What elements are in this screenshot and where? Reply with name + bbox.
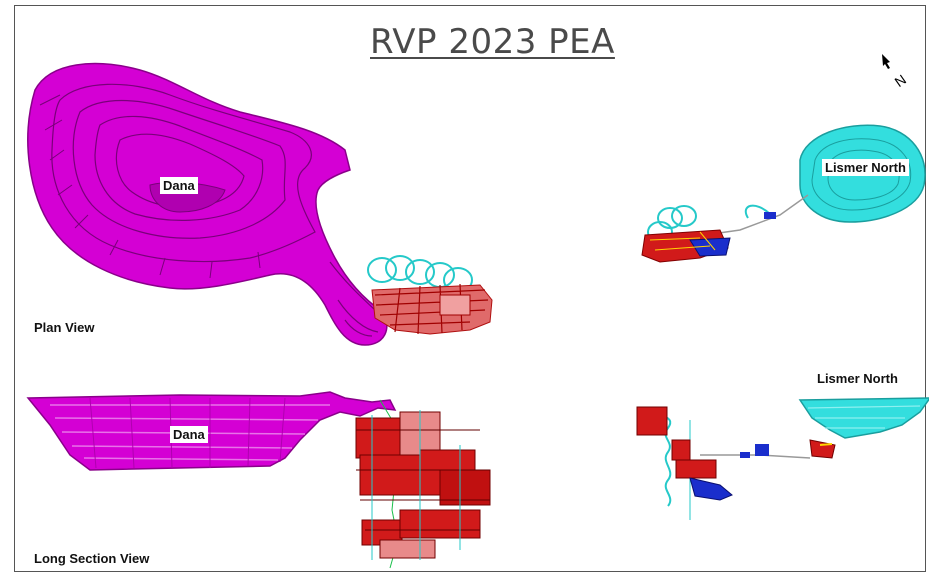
lismer-pit-section (798, 397, 929, 439)
plan-view-label: Plan View (34, 320, 95, 335)
dana-underground-section (355, 399, 491, 569)
dana-plan-label: Dana (160, 177, 198, 194)
north-label: N (892, 71, 909, 90)
lismer-section-label: Lismer North (817, 371, 898, 386)
dana-underground-plan (367, 255, 493, 335)
dana-pit-section (26, 391, 397, 471)
lismer-underground-plan (641, 194, 809, 263)
dana-pit-plan (27, 62, 388, 346)
north-arrow-icon: N (882, 54, 909, 90)
lismer-underground-section (636, 406, 836, 520)
long-section-view-label: Long Section View (34, 551, 150, 566)
lismer-plan-label: Lismer North (822, 159, 909, 176)
dana-section-label: Dana (170, 426, 208, 443)
figure-title: RVP 2023 PEA (370, 22, 615, 62)
